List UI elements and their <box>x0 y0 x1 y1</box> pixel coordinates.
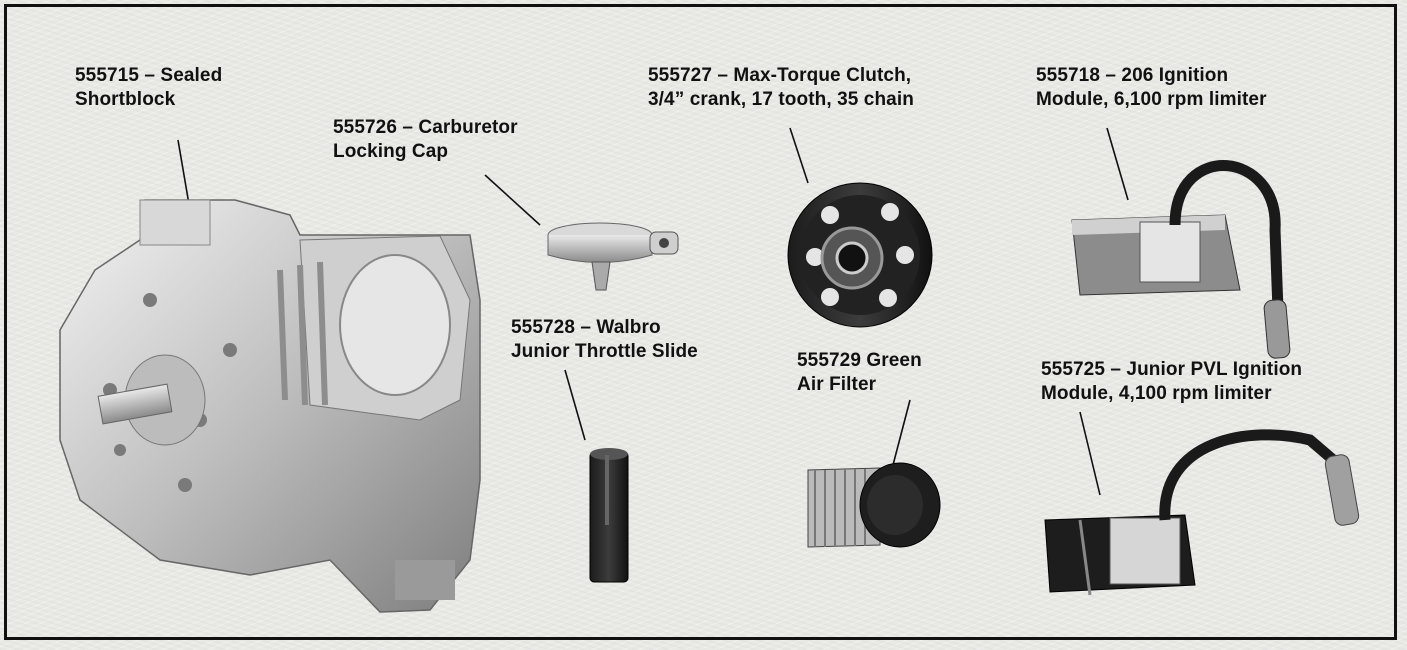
ignition-module-icon <box>1044 429 1360 596</box>
label-ign-206: 555718 – 206 Ignition Module, 6,100 rpm … <box>1036 64 1267 112</box>
air-filter-icon <box>807 462 941 548</box>
label-line: Locking Cap <box>333 141 449 162</box>
label-line: 555718 – 206 Ignition <box>1036 65 1229 86</box>
page-border <box>4 4 1397 640</box>
label-clutch: 555727 – Max-Torque Clutch, 3/4” crank, … <box>648 64 914 112</box>
ignition-module-icon <box>1071 160 1291 359</box>
label-ign-pvl: 555725 – Junior PVL Ignition Module, 4,1… <box>1041 358 1302 406</box>
label-line: 555725 – Junior PVL Ignition <box>1041 359 1303 380</box>
label-line: Junior Throttle Slide <box>511 341 698 362</box>
label-line: 3/4” crank, 17 tooth, 35 chain <box>648 89 914 110</box>
clutch-sprocket-icon <box>787 182 933 328</box>
label-carb-cap: 555726 – Carburetor Locking Cap <box>333 116 518 164</box>
label-line: Shortblock <box>75 89 176 110</box>
label-line: Module, 4,100 rpm limiter <box>1041 383 1272 404</box>
throttle-slide-icon <box>589 448 629 583</box>
label-air-filter: 555729 Green Air Filter <box>797 349 922 397</box>
label-line: 555727 – Max-Torque Clutch, <box>648 65 912 86</box>
label-line: 555726 – Carburetor <box>333 117 518 138</box>
label-line: Module, 6,100 rpm limiter <box>1036 89 1267 110</box>
locking-cap-icon <box>547 222 679 291</box>
label-line: 555729 Green <box>797 350 922 371</box>
label-line: 555715 – Sealed <box>75 65 223 86</box>
engine-shortblock-icon <box>59 199 481 613</box>
label-line: 555728 – Walbro <box>511 317 661 338</box>
label-shortblock: 555715 – Sealed Shortblock <box>75 64 222 112</box>
label-throttle-slide: 555728 – Walbro Junior Throttle Slide <box>511 316 698 364</box>
label-line: Air Filter <box>797 374 877 395</box>
